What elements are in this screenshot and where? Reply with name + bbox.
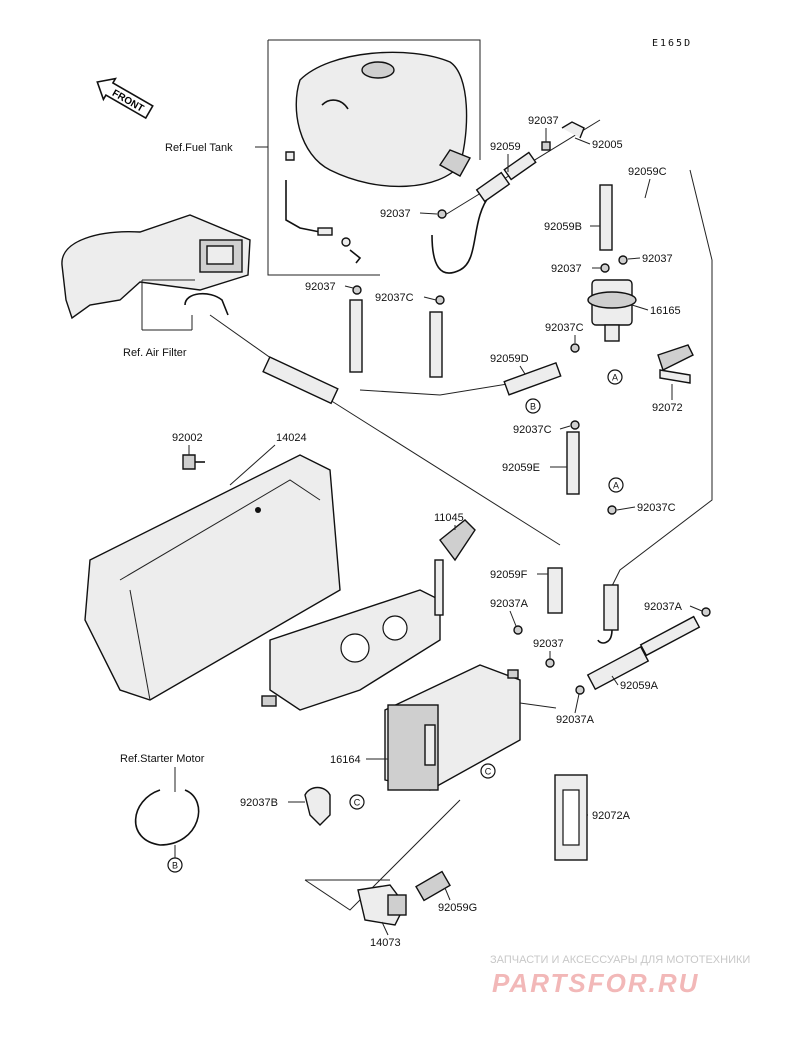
front-arrow-icon: FRONT <box>96 77 154 120</box>
part-92059-top: 92059 <box>490 141 521 153</box>
part-92059C: 92059C <box>628 166 667 178</box>
hose-vertical-mid <box>429 311 443 378</box>
part-14024: 14024 <box>276 432 307 444</box>
part-92072: 92072 <box>652 402 683 414</box>
marker-c-2 <box>349 794 365 810</box>
part-92037A-2: 92037A <box>644 601 683 613</box>
svg-text:A: A <box>613 481 619 491</box>
part-92037-right: 92037 <box>642 253 673 265</box>
bracket-11045-group <box>261 519 476 711</box>
clamp-92072-icon <box>657 344 694 371</box>
marker-a-2 <box>608 477 624 493</box>
part-92037C-2: 92037C <box>545 322 584 334</box>
svg-text:A: A <box>612 373 618 383</box>
hose-92059E-group <box>566 420 617 543</box>
part-92037C-4: 92037C <box>637 502 676 514</box>
fuel-cap-icon <box>361 61 395 79</box>
hose-vertical-left <box>349 299 363 373</box>
part-92005: 92005 <box>592 139 623 151</box>
cover-panel-icon <box>84 454 341 701</box>
part-92059F: 92059F <box>490 569 528 581</box>
fitting-92005-icon <box>561 121 585 139</box>
marker-b-1 <box>525 398 541 414</box>
part-11045: 11045 <box>434 512 464 524</box>
marker-c-1 <box>480 763 496 779</box>
cover-14024-group <box>84 454 341 701</box>
watermark-logo: PARTSFOR.RU <box>492 968 699 998</box>
hose-92059D <box>503 361 562 396</box>
part-92037-tank: 92037 <box>380 208 411 220</box>
svg-text:B: B <box>172 861 178 871</box>
hoses-lower-right <box>513 567 711 695</box>
strap-92072A-group <box>554 774 588 861</box>
part-16165: 16165 <box>650 305 681 317</box>
ref-fuel-tank-label: Ref.Fuel Tank <box>165 142 233 154</box>
part-92059A: 92059A <box>620 680 659 692</box>
part-labels: 92037 92059 92005 92059C 92059B 92037 92… <box>172 115 703 949</box>
svg-text:C: C <box>485 767 492 777</box>
hose-long-diag <box>262 356 339 405</box>
clamp-92037B-icon <box>304 786 331 826</box>
watermark: ЗАПЧАСТИ И АКСЕССУАРЫ ДЛЯ МОТОТЕХНИКИ PA… <box>490 954 750 998</box>
part-92037B: 92037B <box>240 797 278 809</box>
part-92037-top: 92037 <box>528 115 559 127</box>
part-92037C-3: 92037C <box>513 424 552 436</box>
fuel-tank-group: Ref.Fuel Tank <box>165 39 481 276</box>
diagram-code: E165D <box>652 38 692 49</box>
part-92037-mid: 92037 <box>533 638 564 650</box>
clamp-92037B-group <box>304 786 331 826</box>
part-92037-right-left: 92037 <box>551 263 582 275</box>
hose-92059A <box>586 645 650 691</box>
watermark-tagline: ЗАПЧАСТИ И АКСЕССУАРЫ ДЛЯ МОТОТЕХНИКИ <box>490 954 750 966</box>
part-92059D: 92059D <box>490 353 529 365</box>
part-92002: 92002 <box>172 432 203 444</box>
part-92059E: 92059E <box>502 462 540 474</box>
canister-16164-group <box>384 664 521 791</box>
part-14073: 14073 <box>370 937 401 949</box>
fuel-filter-group <box>570 279 694 384</box>
hose-92059 <box>475 171 511 203</box>
hose-92059G-group <box>357 788 520 926</box>
part-92037A-3: 92037A <box>556 714 595 726</box>
part-92072A: 92072A <box>592 810 631 822</box>
markers: A B A C C B <box>167 369 624 873</box>
marker-a-1 <box>607 369 623 385</box>
part-16164: 16164 <box>330 754 361 766</box>
part-92059G: 92059G <box>438 902 477 914</box>
air-filter-group: Ref. Air Filter <box>61 214 251 359</box>
part-92037A-1: 92037A <box>490 598 529 610</box>
starter-motor-group: Ref.Starter Motor <box>120 753 205 858</box>
marker-b-2 <box>167 857 183 873</box>
svg-text:B: B <box>530 402 536 412</box>
part-92037C-1: 92037C <box>375 292 414 304</box>
part-92059B: 92059B <box>544 221 582 233</box>
part-92037-tank2: 92037 <box>305 281 336 293</box>
hose-92059B <box>599 184 613 251</box>
top-hoses <box>262 121 658 405</box>
ref-air-filter-label: Ref. Air Filter <box>123 347 187 359</box>
bolt-92002-icon <box>182 454 196 470</box>
svg-text:C: C <box>354 798 361 808</box>
ref-starter-motor-label: Ref.Starter Motor <box>120 753 205 765</box>
hose-92059F <box>547 567 563 614</box>
